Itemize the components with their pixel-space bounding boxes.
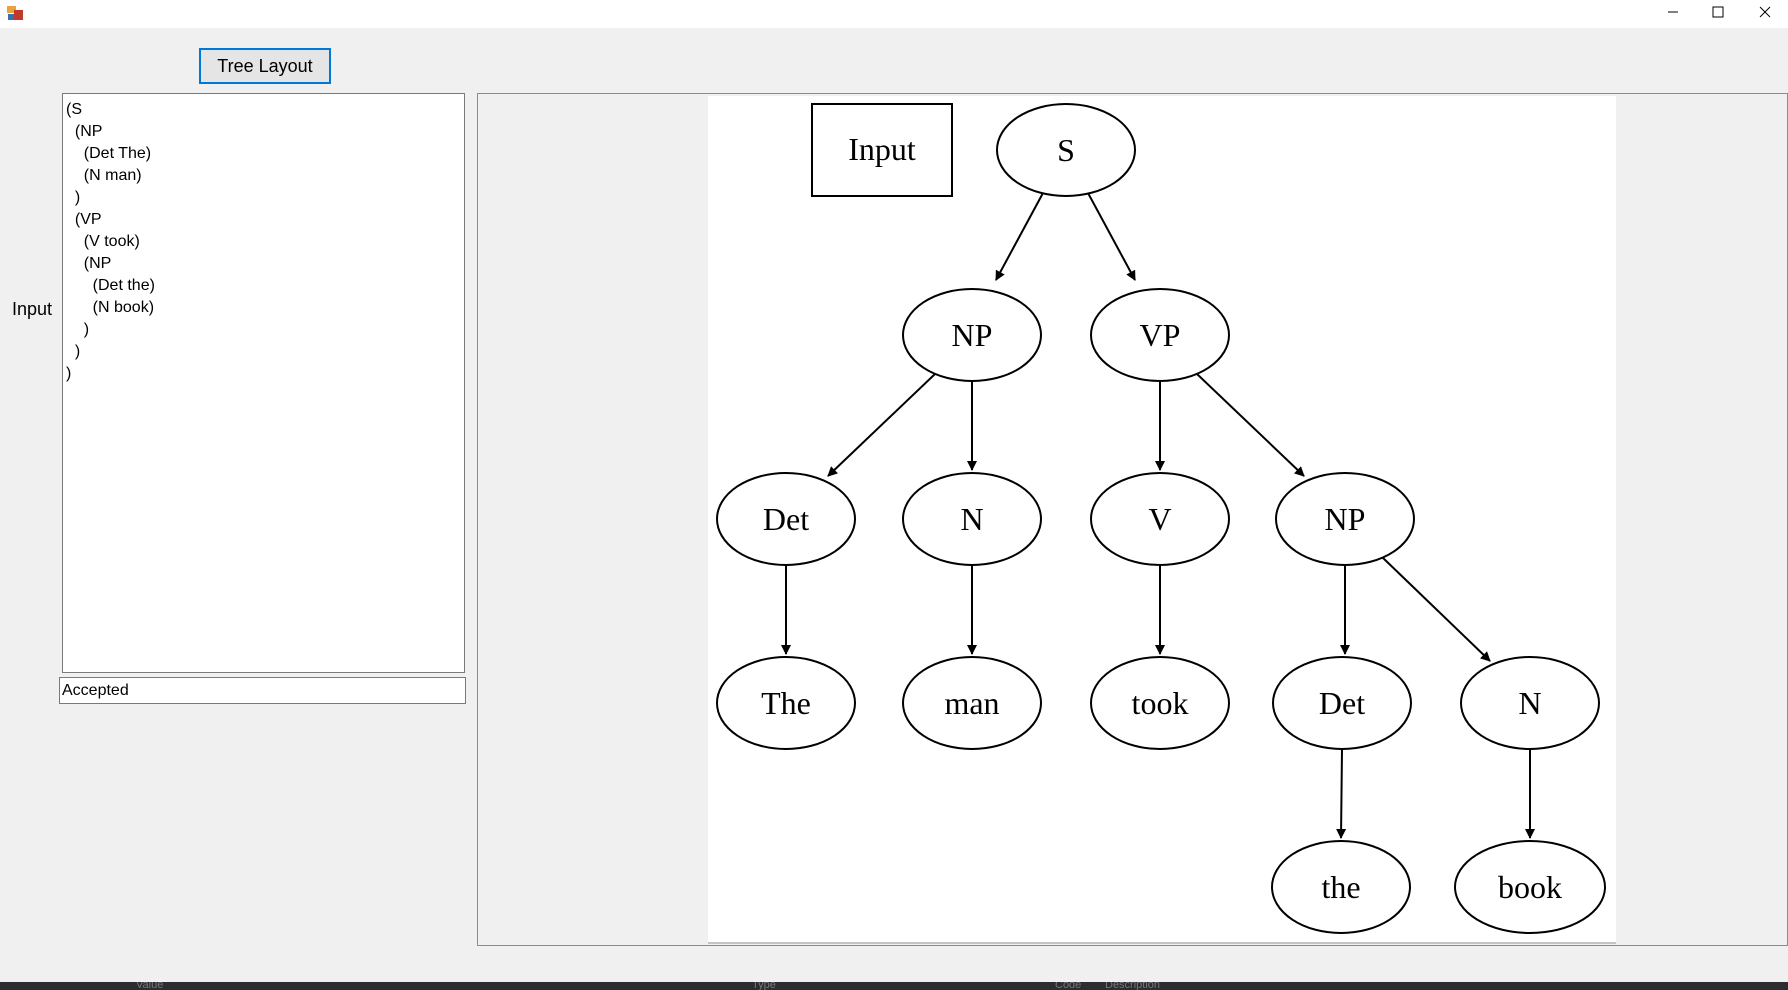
minimize-icon <box>1667 5 1679 23</box>
svg-text:the: the <box>1321 869 1360 905</box>
svg-text:NP: NP <box>952 317 993 353</box>
node-the2: the <box>1271 840 1411 934</box>
node-v: V <box>1090 472 1230 566</box>
svg-text:V: V <box>1148 501 1171 537</box>
svg-text:man: man <box>944 685 999 721</box>
svg-text:took: took <box>1132 685 1189 721</box>
input-label: Input <box>12 299 53 319</box>
input-textarea[interactable]: (S (NP (Det The) (N man) ) (VP (V took) … <box>62 93 465 673</box>
tree-edges <box>781 192 1535 839</box>
parse-tree-graph: Input S NP VP Det <box>708 96 1616 944</box>
edge-vp-np <box>1196 373 1305 477</box>
status-field[interactable]: Accepted <box>59 677 466 704</box>
tree-layout-button[interactable]: Tree Layout <box>199 48 331 84</box>
svg-text:VP: VP <box>1140 317 1181 353</box>
svg-text:Det: Det <box>763 501 809 537</box>
svg-text:Input: Input <box>848 131 916 167</box>
node-det2: Det <box>1272 656 1412 750</box>
node-det: Det <box>716 472 856 566</box>
edge-np-n2 <box>1381 556 1491 662</box>
maximize-icon <box>1712 5 1724 23</box>
bottom-strip: Value Type Code Description <box>0 982 1788 990</box>
node-n: N <box>902 472 1042 566</box>
minimize-button[interactable] <box>1650 0 1696 28</box>
bottom-col-value: Value <box>136 982 164 990</box>
edge-np-det <box>827 373 936 477</box>
node-man: man <box>902 656 1042 750</box>
bottom-col-description: Description <box>1105 982 1161 990</box>
svg-text:N: N <box>960 501 983 537</box>
app-icon <box>7 6 23 20</box>
maximize-button[interactable] <box>1695 0 1741 28</box>
edge-det2-the <box>1336 748 1347 839</box>
node-the: The <box>716 656 856 750</box>
node-took: took <box>1090 656 1230 750</box>
bottom-col-type: Type <box>752 982 776 990</box>
title-bar <box>0 0 1788 28</box>
svg-text:book: book <box>1498 869 1562 905</box>
svg-text:S: S <box>1057 132 1075 168</box>
edge-s-vp <box>1087 192 1136 281</box>
edge-s-np <box>995 192 1044 281</box>
close-icon <box>1759 5 1771 23</box>
svg-text:NP: NP <box>1325 501 1366 537</box>
bottom-col-code: Code <box>1055 982 1082 990</box>
svg-text:Det: Det <box>1319 685 1365 721</box>
node-np2: NP <box>1275 472 1415 566</box>
svg-text:N: N <box>1518 685 1541 721</box>
svg-text:The: The <box>761 685 811 721</box>
node-s: S <box>996 103 1136 197</box>
node-np: NP <box>902 288 1042 382</box>
input-legend-box: Input <box>811 103 953 197</box>
node-book: book <box>1454 840 1606 934</box>
input-text: (S (NP (Det The) (N man) ) (VP (V took) … <box>66 101 155 382</box>
node-vp: VP <box>1090 288 1230 382</box>
close-button[interactable] <box>1742 0 1788 28</box>
node-n2: N <box>1460 656 1600 750</box>
